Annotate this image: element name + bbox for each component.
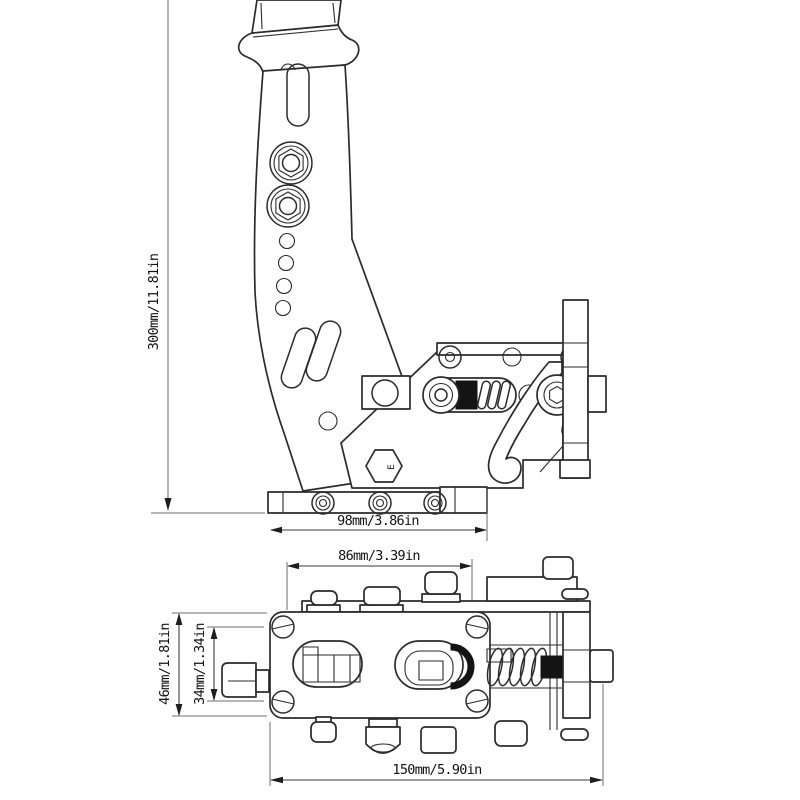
pivot-hex-bolt-lower bbox=[266, 184, 310, 228]
cylinder-end-block bbox=[562, 611, 591, 719]
hex-nut: E bbox=[365, 449, 403, 483]
bottom-cap-small bbox=[310, 721, 337, 743]
dim-length-label: 150mm/5.90in bbox=[392, 762, 481, 778]
adjustment-holes bbox=[274, 232, 296, 317]
coil-spring bbox=[486, 647, 548, 687]
dim-height-label: 300mm/11.81in bbox=[146, 254, 162, 351]
spring-cylinder-assembly bbox=[486, 588, 614, 741]
plan-slot-left bbox=[292, 640, 363, 688]
bottom-fittings bbox=[310, 716, 528, 754]
top-cap-small bbox=[310, 590, 338, 606]
plan-slot-right bbox=[394, 640, 475, 690]
top-fittings bbox=[301, 556, 591, 613]
dim-hole-spacing-label: 34mm/1.34in bbox=[192, 623, 208, 705]
handle-grip bbox=[251, 0, 342, 34]
pivot-hex-bolt-upper bbox=[269, 141, 313, 185]
cylinder-mount-plate bbox=[559, 299, 607, 479]
dim-hole-spacing-34mm: 34mm/1.34in bbox=[192, 623, 218, 705]
dim-base-label: 98mm/3.86in bbox=[337, 513, 419, 529]
base-bolt-1 bbox=[311, 491, 335, 515]
top-cap-tall bbox=[424, 571, 458, 595]
mount-bracket: E bbox=[267, 299, 607, 515]
dim-base-98mm: 98mm/3.86in bbox=[270, 489, 488, 541]
mount-foot bbox=[559, 459, 591, 479]
dim-height-arrow-down bbox=[164, 498, 172, 511]
dim-height-300mm: 300mm/11.81in bbox=[146, 0, 265, 514]
bottom-hex-nut bbox=[365, 718, 401, 754]
lever-diagonal-slot-2 bbox=[305, 320, 342, 382]
lever-lower-hole bbox=[318, 411, 338, 431]
hex-nut-mark: E bbox=[387, 464, 397, 469]
base-right-block bbox=[439, 486, 488, 514]
dim-width-label: 86mm/3.39in bbox=[338, 548, 420, 564]
mount-tab bbox=[587, 375, 607, 413]
hydraulic-fitting bbox=[221, 662, 270, 698]
bottom-square-cap bbox=[420, 726, 457, 754]
extension-lines bbox=[172, 559, 604, 786]
corner-screw-br bbox=[465, 689, 489, 713]
plan-base-plate bbox=[221, 611, 491, 719]
corner-screw-tr bbox=[465, 615, 489, 639]
base-bolt-3 bbox=[423, 491, 447, 515]
base-bolt-2 bbox=[368, 491, 392, 515]
clevis-block bbox=[361, 375, 411, 410]
top-cap-right bbox=[542, 556, 574, 580]
dim-depth-46mm: 46mm/1.81in bbox=[157, 613, 183, 716]
assembly-bottom-cap bbox=[560, 728, 589, 741]
adjuster-bolt bbox=[422, 376, 460, 414]
bottom-cap-right bbox=[494, 720, 528, 747]
side-view: 300mm/11.81in bbox=[146, 0, 607, 541]
top-hex-cap bbox=[363, 586, 401, 606]
assembly-top-cap bbox=[561, 588, 589, 600]
dim-depth-label: 46mm/1.81in bbox=[157, 623, 173, 705]
corner-screw-tl bbox=[271, 615, 295, 639]
plan-view: 86mm/3.39in bbox=[157, 548, 614, 786]
slot-shadow-crescent bbox=[450, 643, 475, 690]
dim-length-150mm: 150mm/5.90in bbox=[270, 762, 603, 784]
corner-screw-bl bbox=[271, 690, 295, 714]
base-plate bbox=[267, 486, 488, 515]
lever-slot bbox=[286, 63, 310, 127]
spring-adjuster bbox=[422, 376, 517, 414]
dim-width-86mm: 86mm/3.39in bbox=[287, 548, 472, 570]
collar-notch bbox=[280, 63, 296, 71]
push-rod-end bbox=[589, 649, 614, 683]
